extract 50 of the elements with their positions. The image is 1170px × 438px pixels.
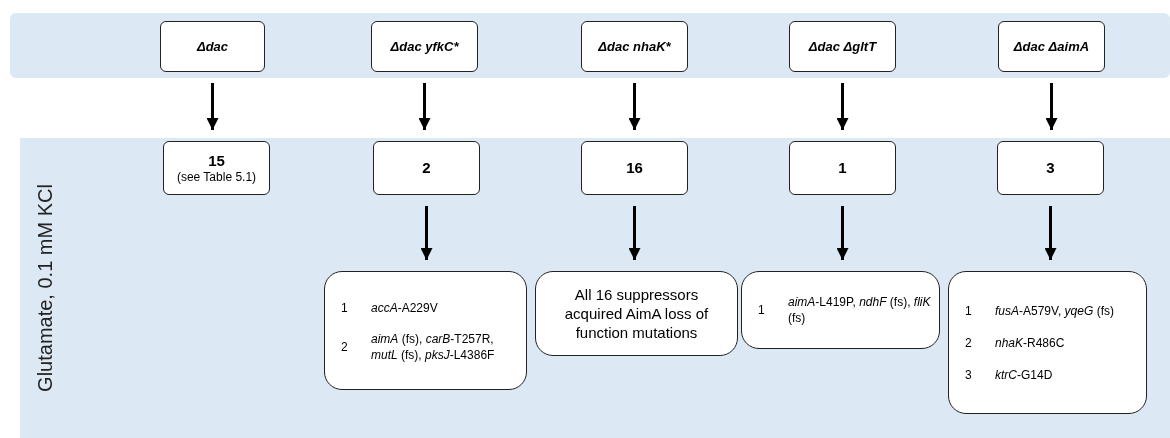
strain-label: Δdac ΔaimA [1013, 37, 1090, 56]
mutation-text: aimA (fs), carB-T257R, mutL (fs), pksJ-L4386F [371, 330, 496, 363]
strain-box [371, 21, 478, 72]
arrow [836, 83, 849, 130]
strain-label: Δdac nhaK* [598, 37, 671, 56]
count-number: 2 [422, 159, 431, 177]
mutation-text: fusA-A579V, yqeG (fs) [995, 302, 1114, 319]
list-number: 2 [341, 338, 349, 356]
result-box [948, 271, 1147, 414]
arrow [836, 206, 849, 260]
count-box [789, 141, 896, 195]
arrow [418, 83, 431, 130]
count-box [581, 141, 688, 195]
list-number: 2 [965, 334, 973, 352]
mutation-text: accA-A229V [371, 299, 438, 316]
arrow [206, 83, 219, 130]
note-text: (see Table 5.1) [176, 169, 257, 185]
mutation-text: ktrC-G14D [995, 366, 1053, 383]
panel-band [20, 138, 1170, 438]
strain-box [160, 21, 265, 72]
arrow [628, 83, 641, 130]
count-number: 16 [626, 159, 643, 177]
panel-band [10, 13, 1170, 78]
list-number: 1 [965, 302, 973, 320]
strain-label: Δdac [196, 37, 229, 56]
strain-label: Δdac yfkC* [390, 37, 459, 56]
mutation-text: aimA-L419P, ndhF (fs), fliK (fs) [788, 294, 932, 326]
result-box [741, 271, 940, 349]
mutation-text: nhaK-R486C [995, 334, 1065, 351]
count-number: 3 [1046, 159, 1055, 177]
list-number: 1 [341, 299, 349, 317]
strain-box [998, 21, 1105, 72]
count-box [997, 141, 1104, 195]
arrow [1045, 83, 1058, 130]
count-number: 15 [208, 151, 225, 170]
arrow [1044, 206, 1057, 260]
result-box [535, 271, 738, 356]
result-box [324, 271, 527, 390]
strain-box [789, 21, 896, 72]
list-number: 1 [758, 302, 766, 319]
strain-label: Δdac ΔgltT [808, 37, 877, 56]
list-number: 3 [965, 366, 973, 384]
arrow [628, 206, 641, 260]
description-text: All 16 suppressors acquired AimA loss of function mutations [563, 285, 710, 342]
condition-label: Glutamate, 0.1 mM KCl [33, 184, 57, 392]
arrow [420, 206, 433, 260]
count-box [163, 141, 270, 195]
count-number: 1 [838, 159, 847, 177]
strain-box [581, 21, 688, 72]
count-box [373, 141, 480, 195]
